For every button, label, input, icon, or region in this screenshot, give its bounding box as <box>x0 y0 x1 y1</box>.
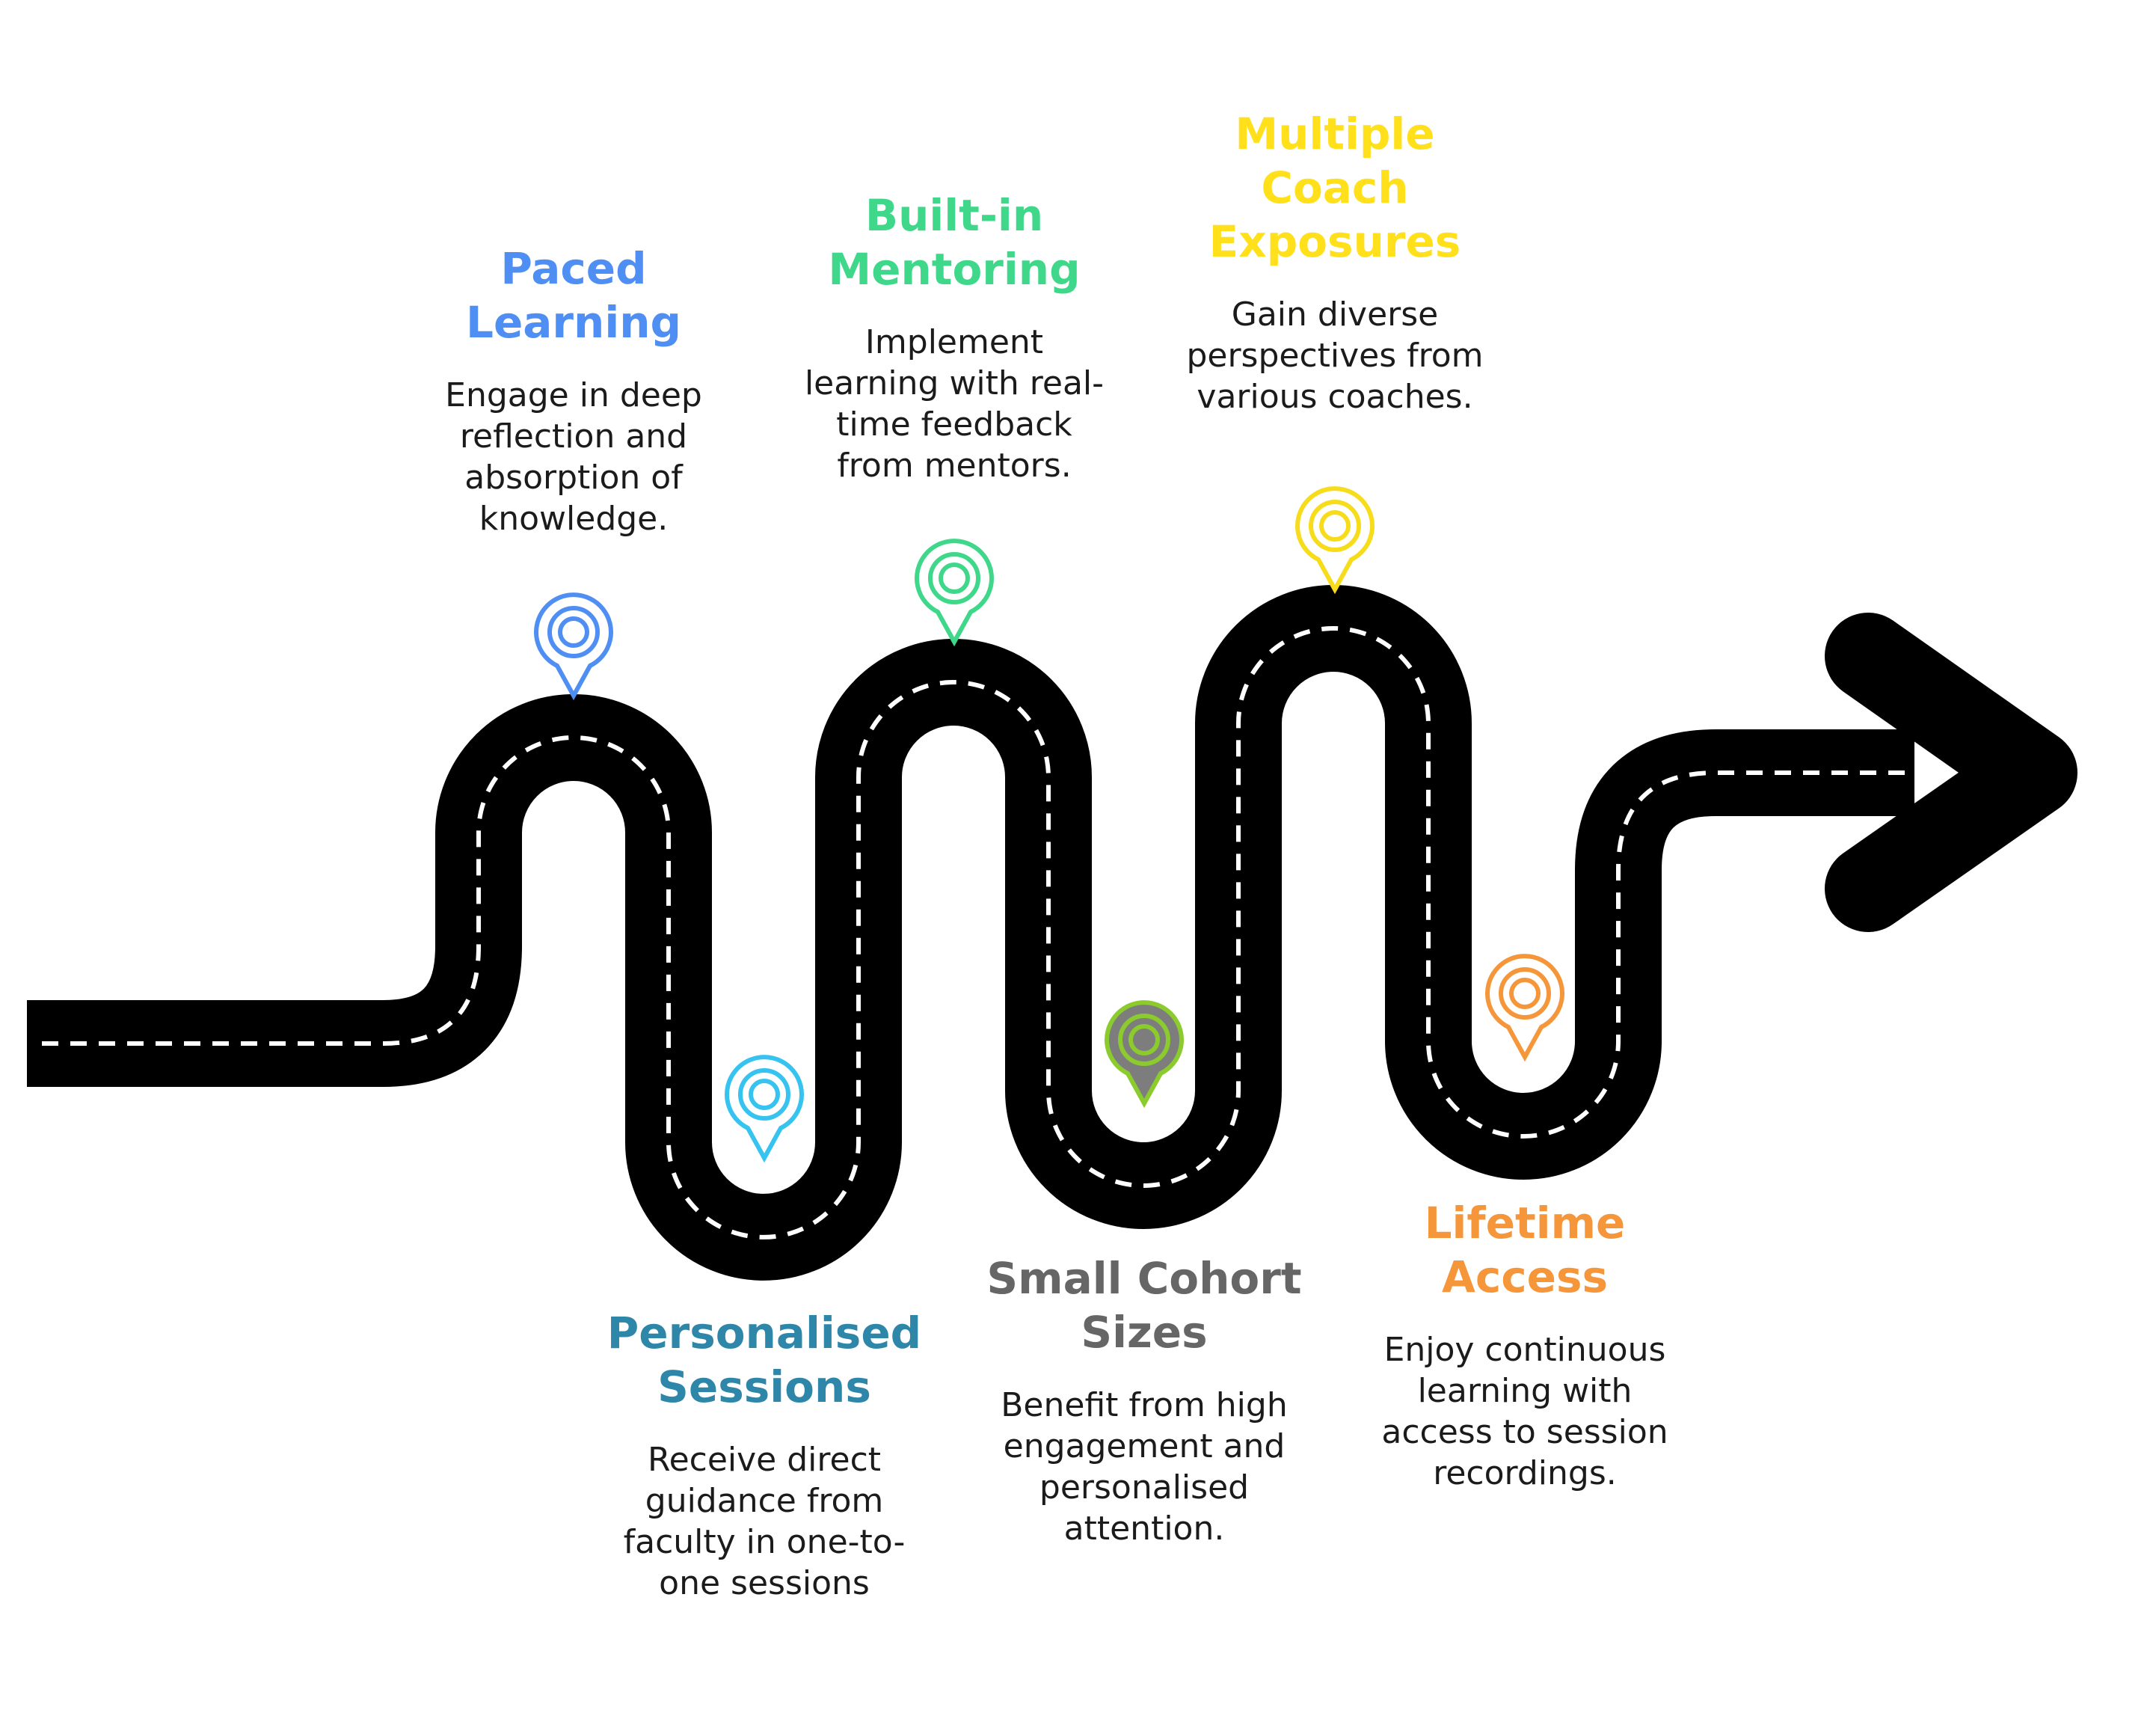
built-in-mentoring-location-pin-icon <box>915 539 994 647</box>
description-line: Implement <box>864 323 1044 361</box>
description-line: from mentors. <box>837 447 1072 485</box>
title-line: Learning <box>465 297 682 348</box>
personalised-sessions-location-pin-icon <box>725 1055 804 1163</box>
title-line: Personalised <box>606 1308 922 1358</box>
title-line: Built-in <box>864 190 1044 241</box>
description-line: various coaches. <box>1197 378 1473 416</box>
winding-road <box>27 585 1914 1281</box>
description-line: Gain diverse <box>1231 295 1439 334</box>
description-line: access to session <box>1381 1413 1668 1451</box>
description-line: faculty in one-to- <box>623 1523 906 1561</box>
description-line: Enjoy continuous <box>1383 1331 1666 1369</box>
description-line: personalised <box>1039 1468 1250 1507</box>
description-line: Receive direct <box>647 1441 882 1479</box>
title-line: Sessions <box>657 1361 871 1412</box>
title-line: Exposures <box>1208 216 1461 267</box>
description-line: engagement and <box>1003 1427 1286 1465</box>
description-line: perspectives from <box>1186 337 1484 375</box>
small-cohort-sizes-location-pin-icon <box>1105 1000 1184 1109</box>
title-line: Multiple <box>1235 108 1435 159</box>
title-line: Paced <box>500 243 647 294</box>
road-center-stripe <box>42 626 1914 1240</box>
description-line: knowledge. <box>479 500 669 538</box>
description-line: guidance from <box>645 1482 884 1520</box>
description-line: one sessions <box>659 1564 870 1602</box>
lifetime-access-location-pin-icon <box>1485 954 1564 1062</box>
title-line: Sizes <box>1081 1307 1208 1358</box>
description-line: Engage in deep <box>445 376 702 414</box>
description-line: reflection and <box>459 417 688 456</box>
description-line: absorption of <box>464 459 683 497</box>
description-line: attention. <box>1063 1510 1225 1548</box>
title-line: Coach <box>1261 162 1409 213</box>
paced-learning-location-pin-icon <box>534 592 613 701</box>
arrow-head-icon <box>1825 613 2077 932</box>
description-line: learning with real- <box>804 364 1105 402</box>
multiple-coach-exposures-location-pin-icon <box>1295 486 1375 595</box>
description-line: recordings. <box>1433 1454 1617 1492</box>
title-line: Access <box>1441 1251 1609 1302</box>
description-line: learning with <box>1417 1372 1633 1410</box>
title-line: Mentoring <box>828 244 1081 295</box>
title-line: Lifetime <box>1424 1198 1626 1248</box>
description-line: time feedback <box>836 405 1072 444</box>
description-line: Benefit from high <box>1001 1386 1288 1424</box>
title-line: Small Cohort <box>986 1253 1302 1304</box>
